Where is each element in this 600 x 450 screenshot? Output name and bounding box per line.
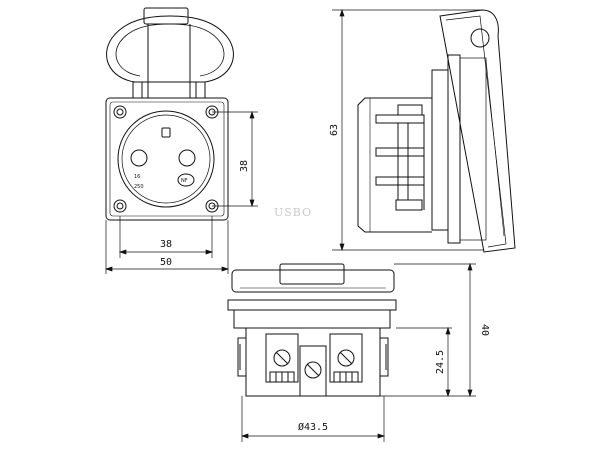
- dim-front-50-horizontal: [104, 220, 230, 274]
- side-flange-face: [459, 57, 487, 241]
- front-socket-inner: [121, 114, 211, 204]
- front-pin-hole-left: [130, 149, 148, 167]
- front-flange-inner: [109, 101, 225, 217]
- bottom-clip-right: [380, 337, 389, 377]
- dim-bottom-diameter: [240, 396, 386, 442]
- front-pin-hole-right: [178, 149, 196, 167]
- bottom-lid-tab: [279, 263, 345, 285]
- front-socket-outer: [117, 110, 215, 208]
- front-cert-mark: NF: [181, 178, 188, 184]
- dim-front-38-horizontal-label: 38: [160, 239, 172, 250]
- dim-bottom-24-5: [396, 326, 452, 398]
- side-lid: [439, 9, 516, 253]
- dim-front-38-vertical-label: 38: [239, 160, 250, 172]
- bottom-view: 40 24.5 Ø43.5: [227, 262, 490, 442]
- bottom-flange-step: [233, 309, 391, 329]
- dim-bottom-24-5-label: 24.5: [435, 350, 446, 374]
- front-hinge-strap: [147, 24, 191, 98]
- bottom-clip-left: [237, 337, 246, 377]
- dim-bottom-40-label: 40: [479, 324, 490, 336]
- dim-front-38-vertical: [212, 110, 258, 208]
- front-lid-inner: [115, 23, 225, 77]
- front-rating-3: 250: [134, 184, 144, 190]
- front-lid-tab: [143, 7, 189, 25]
- front-lid: [106, 15, 234, 83]
- front-hinge-left: [132, 81, 143, 99]
- bottom-terminals: [265, 333, 363, 397]
- bottom-flange: [227, 299, 397, 311]
- front-flange: [105, 97, 229, 221]
- side-body-step: [431, 69, 449, 231]
- terminal-screw-center-icon: [304, 361, 322, 379]
- terminal-screw-left-icon: [273, 349, 291, 367]
- side-terminals: [375, 104, 425, 211]
- dim-side-63: [332, 8, 484, 252]
- front-hinge-right: [195, 81, 206, 99]
- front-screw-holes: [113, 105, 219, 213]
- side-lid-inner: [445, 15, 507, 248]
- front-earth-pin: [161, 127, 171, 138]
- bottom-lid: [231, 269, 395, 293]
- side-view: 63: [329, 8, 516, 253]
- dim-front-38-horizontal: [118, 216, 214, 258]
- side-body: [357, 97, 432, 233]
- dim-side-63-label: 63: [329, 124, 340, 136]
- dim-bottom-40: [380, 262, 476, 398]
- side-hinge-pivot: [470, 28, 490, 48]
- front-view: 16 250 NF 38 50 38: [104, 7, 258, 274]
- terminal-screw-right-icon: [337, 349, 355, 367]
- dim-bottom-diameter-label: Ø43.5: [298, 421, 328, 433]
- dim-front-50-horizontal-label: 50: [160, 257, 172, 268]
- side-flange: [447, 54, 461, 244]
- front-rating-1: 16: [134, 174, 140, 180]
- watermark: USBO: [274, 206, 312, 219]
- front-cert-mark-icon: [177, 173, 195, 187]
